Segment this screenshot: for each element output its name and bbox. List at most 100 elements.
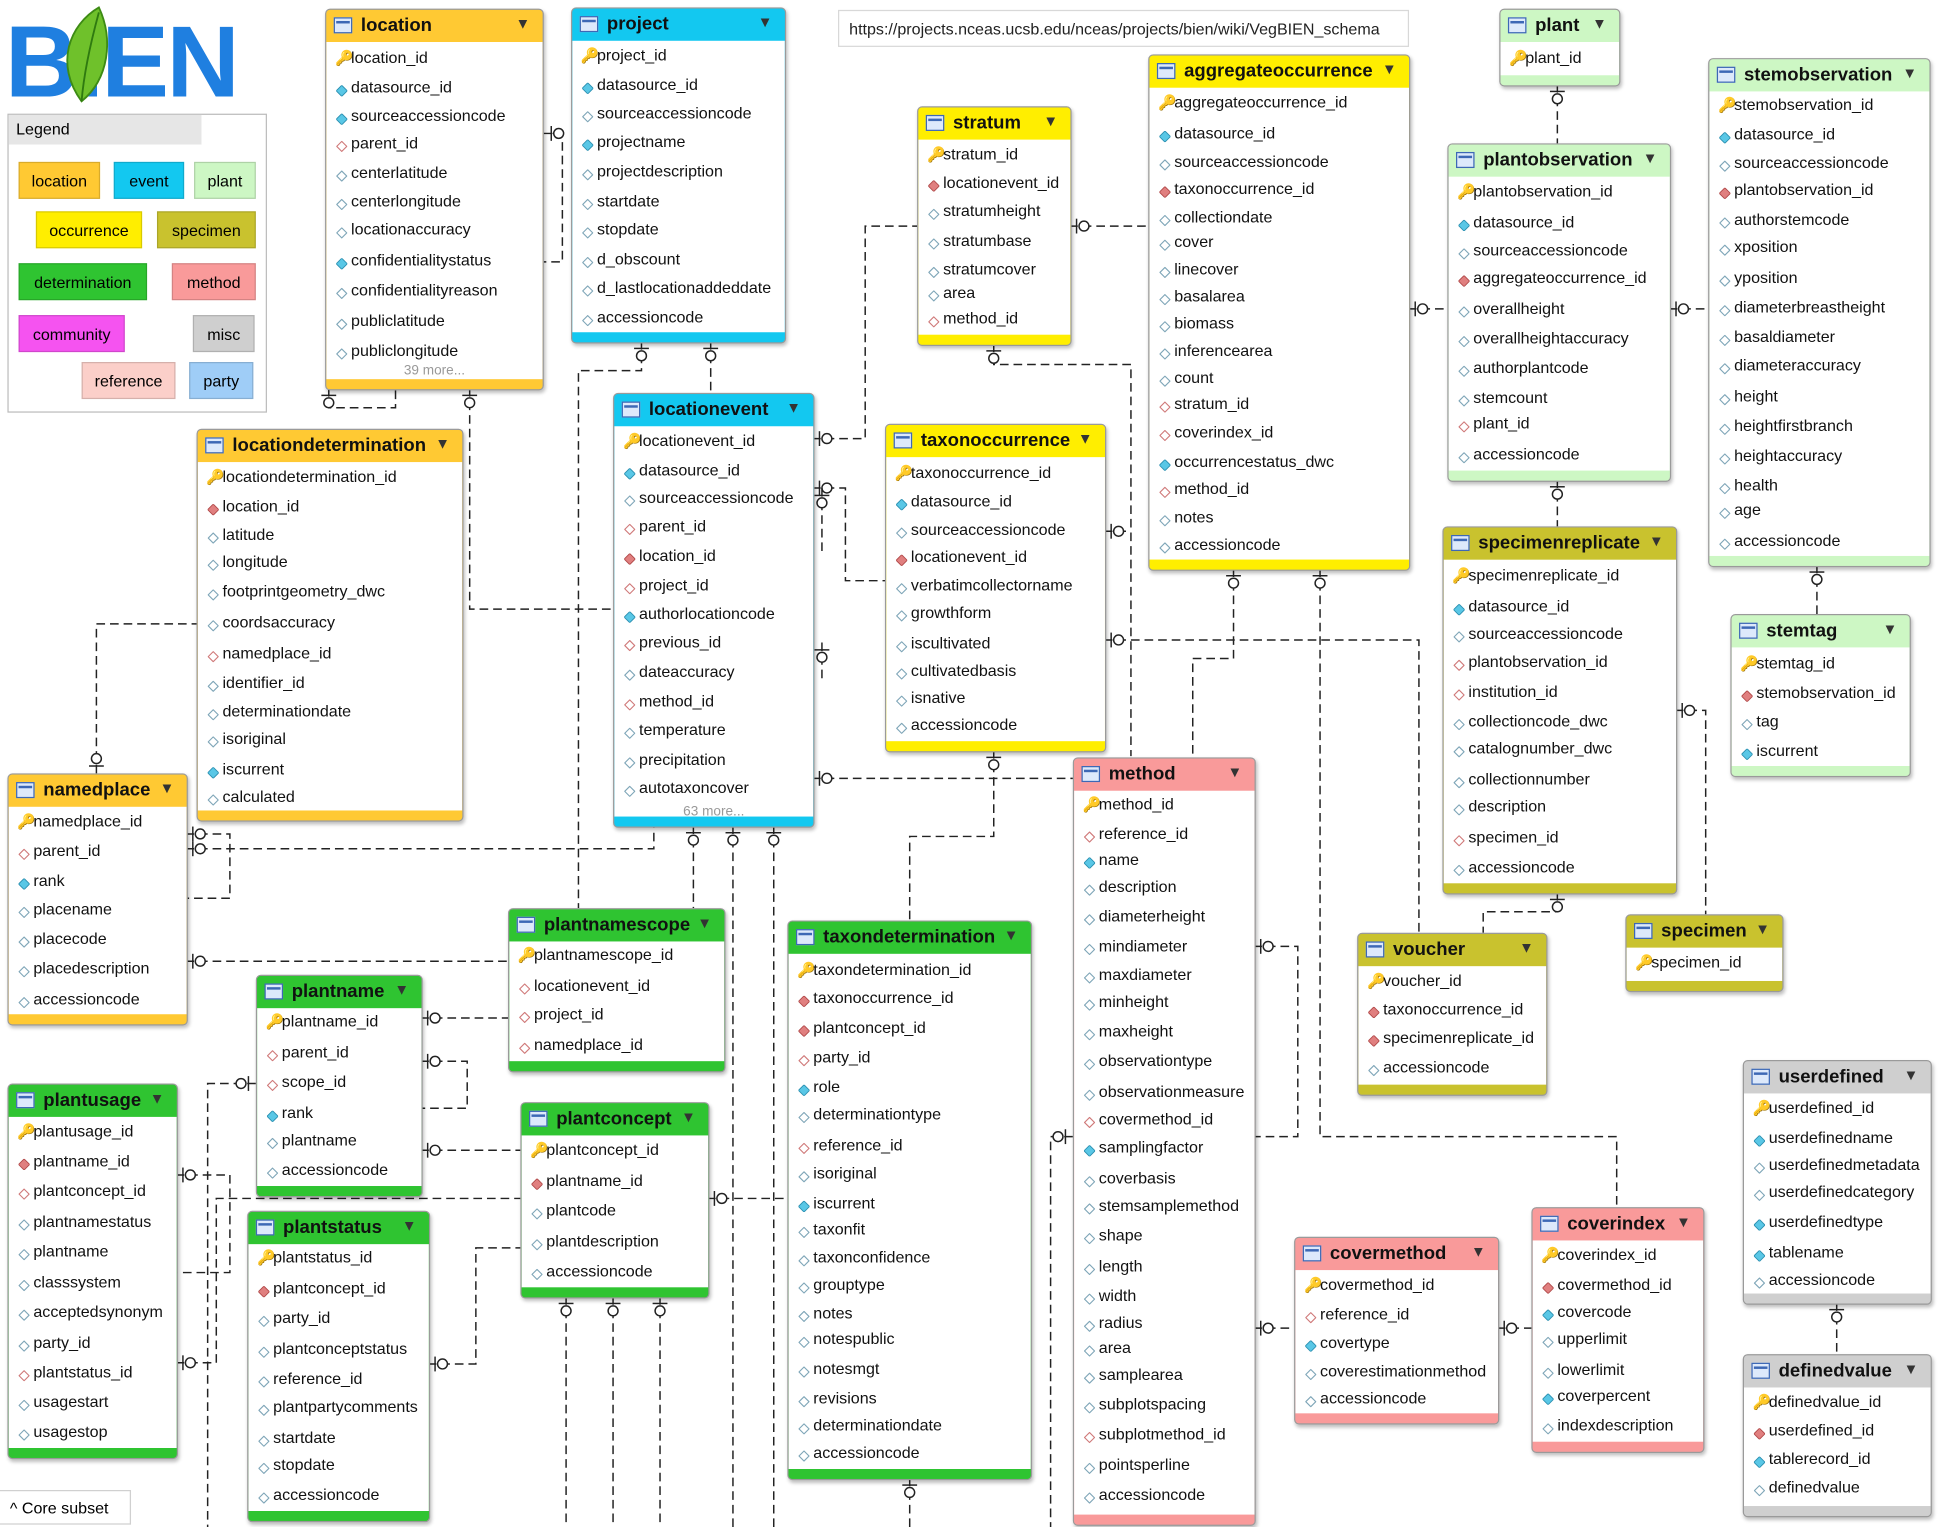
field-row[interactable]: maxdiameter — [1074, 965, 1254, 985]
field-row[interactable]: accessioncode — [248, 1485, 428, 1505]
field-row[interactable]: covermethod_id — [1533, 1275, 1704, 1295]
field-row[interactable]: 🔑plantnamescope_id — [509, 945, 724, 965]
field-row[interactable]: heightfirstbranch — [1709, 416, 1929, 436]
field-row[interactable]: accessioncode — [1074, 1485, 1254, 1505]
field-row[interactable]: parent_id — [257, 1043, 421, 1063]
more-fields-label[interactable]: 39 more... — [403, 363, 466, 379]
field-row[interactable]: indexdescription — [1533, 1416, 1704, 1436]
field-row[interactable]: rank — [257, 1103, 421, 1123]
field-row[interactable]: iscultivated — [886, 634, 1105, 654]
field-row[interactable]: stopdate — [572, 220, 785, 240]
field-row[interactable]: reference_id — [1074, 824, 1254, 844]
collapse-arrow-icon[interactable]: ▼ — [1903, 1066, 1919, 1084]
field-row[interactable]: role — [789, 1077, 1031, 1097]
collapse-arrow-icon[interactable]: ▼ — [681, 1108, 696, 1126]
field-row[interactable]: plantpartycomments — [248, 1397, 428, 1417]
collapse-arrow-icon[interactable]: ▼ — [515, 14, 531, 33]
field-row[interactable]: area — [918, 283, 1070, 303]
table-header[interactable]: plant▼ — [1500, 9, 1620, 43]
field-row[interactable]: authorplantcode — [1449, 358, 1670, 378]
field-row[interactable]: dateaccuracy — [614, 662, 813, 682]
field-row[interactable]: autotaxoncover — [614, 778, 813, 798]
field-row[interactable]: description — [1074, 877, 1254, 897]
field-row[interactable]: classsystem — [9, 1273, 177, 1293]
field-row[interactable]: plantname — [257, 1130, 421, 1150]
collapse-arrow-icon[interactable]: ▼ — [786, 399, 801, 417]
table-specimen[interactable]: specimen▼🔑specimen_id — [1625, 914, 1784, 993]
field-row[interactable]: isoriginal — [789, 1164, 1031, 1184]
table-header[interactable]: stemobservation▼ — [1709, 59, 1930, 92]
field-row[interactable]: publiclatitude — [326, 311, 542, 331]
field-row[interactable]: occurrencestatus_dwc — [1149, 452, 1409, 472]
table-header[interactable]: covermethod▼ — [1295, 1237, 1499, 1271]
field-row[interactable]: userdefinedname — [1744, 1128, 1931, 1148]
field-row[interactable]: acceptedsynonym — [9, 1302, 177, 1322]
table-header[interactable]: specimenreplicate▼ — [1443, 527, 1677, 560]
field-row[interactable]: area — [1074, 1338, 1254, 1358]
field-row[interactable]: accessioncode — [886, 715, 1105, 735]
field-row[interactable]: plantname_id — [9, 1151, 177, 1171]
field-row[interactable]: 🔑plant_id — [1501, 48, 1620, 68]
field-row[interactable]: locationevent_id — [509, 976, 724, 996]
field-row[interactable]: stratumcover — [918, 259, 1070, 279]
field-row[interactable]: description — [1444, 797, 1676, 817]
field-row[interactable]: plantstatus_id — [9, 1363, 177, 1383]
field-row[interactable]: accessioncode — [1149, 535, 1409, 555]
field-row[interactable]: inferencearea — [1149, 341, 1409, 361]
field-row[interactable]: accessioncode — [1744, 1270, 1931, 1290]
table-header[interactable]: method▼ — [1074, 758, 1255, 791]
collapse-arrow-icon[interactable]: ▼ — [1648, 532, 1664, 550]
field-row[interactable]: notesmgt — [789, 1359, 1031, 1379]
field-row[interactable]: pointsperline — [1074, 1455, 1254, 1475]
field-row[interactable]: isnative — [886, 688, 1105, 708]
field-row[interactable]: specimenreplicate_id — [1358, 1028, 1546, 1048]
field-row[interactable]: collectionnumber — [1444, 770, 1676, 790]
field-row[interactable]: locationevent_id — [918, 173, 1070, 193]
field-row[interactable]: usagestart — [9, 1392, 177, 1412]
field-row[interactable]: tag — [1732, 712, 1910, 732]
field-row[interactable]: method_id — [614, 692, 813, 712]
field-row[interactable]: taxonfit — [789, 1219, 1031, 1239]
field-row[interactable]: coverestimationmethod — [1295, 1362, 1498, 1382]
field-row[interactable]: iscurrent — [198, 760, 463, 780]
field-row[interactable]: project_id — [614, 576, 813, 596]
field-row[interactable]: count — [1149, 368, 1409, 388]
field-row[interactable]: longitude — [198, 552, 463, 572]
field-row[interactable]: catalognumber_dwc — [1444, 739, 1676, 759]
field-row[interactable]: height — [1709, 387, 1929, 407]
field-row[interactable]: growthform — [886, 603, 1105, 623]
field-row[interactable]: cultivatedbasis — [886, 661, 1105, 681]
collapse-arrow-icon[interactable]: ▼ — [1676, 1213, 1691, 1231]
field-row[interactable]: datasource_id — [326, 78, 542, 98]
field-row[interactable]: covertype — [1295, 1333, 1498, 1353]
collapse-arrow-icon[interactable]: ▼ — [149, 1089, 165, 1108]
field-row[interactable]: placename — [9, 899, 187, 919]
field-row[interactable]: plantconcept_id — [789, 1018, 1031, 1038]
field-row[interactable]: 🔑stemtag_id — [1732, 654, 1910, 674]
field-row[interactable]: datasource_id — [1444, 597, 1676, 617]
field-row[interactable]: samplingfactor — [1074, 1138, 1254, 1158]
table-header[interactable]: taxondetermination▼ — [788, 921, 1031, 954]
field-row[interactable]: aggregateoccurrence_id — [1449, 268, 1670, 288]
field-row[interactable]: basaldiameter — [1709, 327, 1929, 347]
field-row[interactable]: stratumbase — [918, 231, 1070, 251]
field-row[interactable]: party_id — [789, 1048, 1031, 1068]
field-row[interactable]: reference_id — [789, 1135, 1031, 1155]
field-row[interactable]: sourceaccessioncode — [1709, 153, 1929, 173]
schema-url[interactable]: https://projects.nceas.ucsb.edu/nceas/pr… — [838, 9, 1410, 47]
table-header[interactable]: plantobservation▼ — [1448, 144, 1670, 177]
field-row[interactable]: 🔑plantusage_id — [9, 1122, 177, 1142]
collapse-arrow-icon[interactable]: ▼ — [1755, 920, 1770, 938]
collapse-arrow-icon[interactable]: ▼ — [1903, 1360, 1919, 1378]
field-row[interactable]: sourceaccessioncode — [614, 488, 813, 508]
